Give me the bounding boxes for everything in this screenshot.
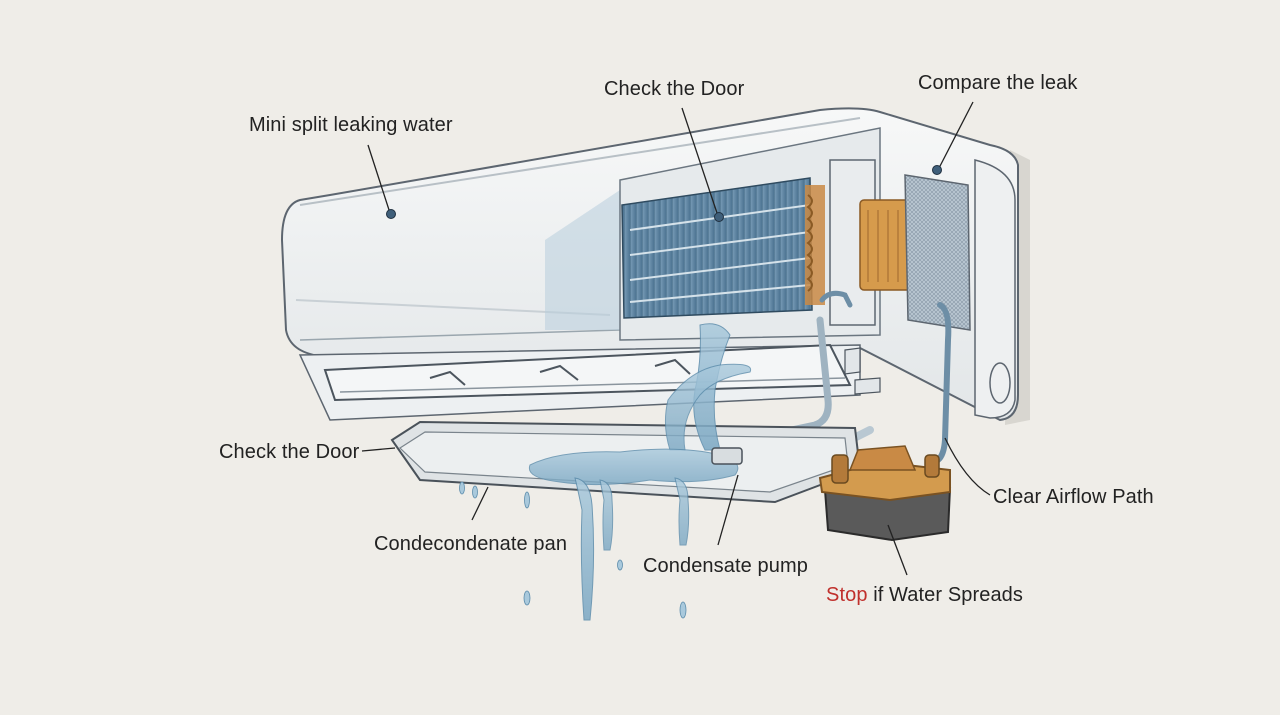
water-overflow [664, 363, 752, 451]
water-droplet [617, 559, 623, 571]
water-drip [674, 477, 690, 546]
water-droplet [679, 601, 687, 619]
leader-condensate-pan [471, 486, 489, 521]
label-condensate-pan: Condecondenate pan [374, 533, 568, 555]
end-cap-detail [989, 362, 1011, 404]
leader-check-door-left [361, 447, 396, 452]
label-check-door-left: Check the Door [219, 441, 360, 463]
drain-pipe [741, 316, 832, 444]
leader-clear-airflow [944, 437, 991, 496]
pump-outlet [924, 454, 940, 478]
louver-clips [429, 358, 691, 386]
leader-compare-leak [937, 101, 974, 171]
water-droplet [523, 590, 531, 606]
water-drip-main [574, 477, 595, 621]
stop-word: Stop [826, 584, 868, 606]
leader-mini-split [367, 144, 391, 214]
motor-fins [867, 210, 899, 282]
callout-dots [386, 165, 942, 222]
evaporator-coil [621, 177, 813, 319]
callout-dot [932, 165, 942, 175]
callout-dot [714, 212, 724, 222]
water-drip [599, 479, 614, 551]
water-droplet [459, 481, 465, 495]
drain-line-inner [819, 290, 853, 308]
label-condensate-pump: Condensate pump [643, 555, 808, 577]
drain-line [935, 302, 952, 463]
stop-rest: if Water Spreads [867, 584, 1024, 606]
label-mini-split: Mini split leaking water [249, 114, 453, 136]
pipe-fitting [711, 447, 743, 465]
water-pool [528, 448, 739, 486]
louver-edge [339, 377, 846, 393]
water-droplet [472, 485, 478, 499]
label-check-door-top: Check the Door [604, 78, 745, 100]
copper-coils [806, 194, 813, 292]
label-clear-airflow: Clear Airflow Path [993, 486, 1154, 508]
pump-inlet [831, 454, 849, 484]
callout-dot [386, 209, 396, 219]
leader-check-door-top [681, 107, 719, 217]
label-stop-if-water-spreads: Stop if Water Spreads [826, 583, 1023, 607]
display-panel [844, 347, 881, 395]
translucent-panel [545, 190, 620, 330]
copper-header [805, 185, 825, 305]
end-cap [974, 159, 1016, 419]
leader-condensate-pump [717, 474, 739, 546]
pump-reservoir [848, 445, 917, 471]
leader-lines [361, 101, 991, 576]
air-filter [904, 174, 971, 331]
water-droplet [524, 491, 530, 509]
body-line [299, 329, 621, 341]
body-highlight [299, 117, 861, 206]
label-compare-leak: Compare the leak [918, 72, 1078, 94]
leader-stop [887, 524, 908, 576]
